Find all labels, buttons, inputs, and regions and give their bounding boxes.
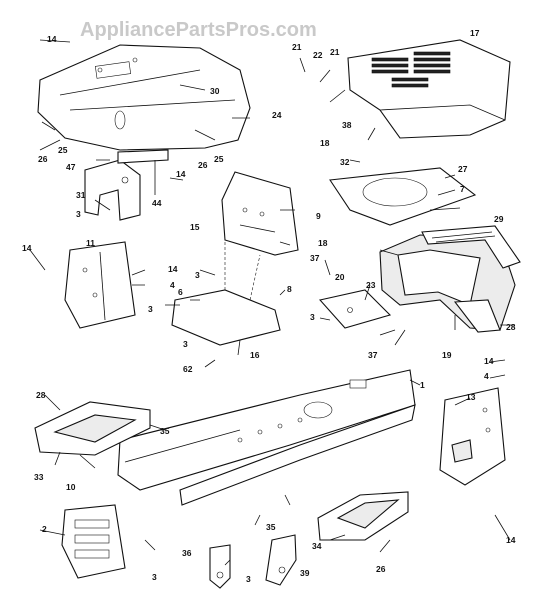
- skid-plate-part[interactable]: [61, 504, 126, 579]
- callout-1: 1: [420, 380, 425, 390]
- callout-3: 3: [183, 339, 188, 349]
- callout-10: 10: [66, 482, 76, 492]
- bracket-36-part[interactable]: [209, 544, 231, 589]
- callout-25: 25: [214, 154, 224, 164]
- callout-4: 4: [170, 280, 175, 290]
- callout-labels: 14 30 25 26 47 31 3 44 14 26 25 24 21 22…: [22, 28, 516, 584]
- callout-15: 15: [190, 222, 200, 232]
- callout-14: 14: [176, 169, 186, 179]
- callout-22: 22: [313, 50, 323, 60]
- hood-bracket-part[interactable]: [84, 159, 141, 221]
- callout-31: 31: [76, 190, 86, 200]
- callout-39: 39: [300, 568, 310, 578]
- console-plate-part[interactable]: [171, 240, 281, 346]
- hood-pan-part[interactable]: [329, 167, 477, 226]
- callout-38: 38: [342, 120, 352, 130]
- callout-14: 14: [47, 34, 57, 44]
- right-side-panel-part[interactable]: [439, 387, 506, 486]
- callout-13: 13: [466, 392, 476, 402]
- callout-2: 2: [42, 524, 47, 534]
- callout-3: 3: [152, 572, 157, 582]
- grille-insert-part[interactable]: [421, 225, 521, 269]
- callout-47: 47: [66, 162, 76, 172]
- callout-24: 24: [272, 110, 282, 120]
- callout-7: 7: [460, 184, 465, 194]
- leader-lines: [29, 39, 515, 566]
- callout-18: 18: [318, 238, 328, 248]
- callout-36: 36: [182, 548, 192, 558]
- callout-8: 8: [287, 284, 292, 294]
- callout-35: 35: [160, 426, 170, 436]
- left-side-panel-part[interactable]: [64, 241, 136, 329]
- dash-panel-part[interactable]: [221, 171, 299, 256]
- right-footrest-part[interactable]: [317, 491, 409, 541]
- callout-14: 14: [168, 264, 178, 274]
- grille-housing-part[interactable]: [347, 39, 511, 139]
- callout-28: 28: [36, 390, 46, 400]
- callout-37: 37: [310, 253, 320, 263]
- callout-9: 9: [316, 211, 321, 221]
- callout-28: 28: [506, 322, 516, 332]
- callout-18: 18: [320, 138, 330, 148]
- bracket-39-part[interactable]: [265, 534, 297, 586]
- callout-23: 23: [366, 280, 376, 290]
- callout-19: 19: [442, 350, 452, 360]
- callout-32: 32: [340, 157, 350, 167]
- callout-3: 3: [195, 270, 200, 280]
- callout-25: 25: [58, 145, 68, 155]
- callout-29: 29: [494, 214, 504, 224]
- callout-3: 3: [310, 312, 315, 322]
- front-bumper-part[interactable]: [379, 234, 516, 333]
- callout-26: 26: [198, 160, 208, 170]
- callout-11: 11: [86, 238, 95, 248]
- callout-35: 35: [266, 522, 276, 532]
- main-frame-part[interactable]: [117, 369, 416, 506]
- callout-6: 6: [178, 287, 183, 297]
- callout-26: 26: [38, 154, 48, 164]
- callout-3: 3: [76, 209, 81, 219]
- callout-14: 14: [506, 535, 516, 545]
- callout-44: 44: [152, 198, 162, 208]
- callout-33: 33: [34, 472, 44, 482]
- callout-62: 62: [183, 364, 193, 374]
- pedal-bracket-part[interactable]: [318, 289, 392, 329]
- callout-3: 3: [246, 574, 251, 584]
- watermark-text: AppliancePartsPros.com: [80, 19, 317, 41]
- callout-3: 3: [148, 304, 153, 314]
- bracket-44-part[interactable]: [117, 149, 169, 195]
- callout-21: 21: [330, 47, 340, 57]
- left-footrest-part[interactable]: [34, 401, 151, 456]
- callout-34: 34: [312, 541, 322, 551]
- callout-30: 30: [210, 86, 220, 96]
- callout-14: 14: [22, 243, 32, 253]
- callout-27: 27: [458, 164, 468, 174]
- callout-4: 4: [484, 371, 489, 381]
- callout-20: 20: [335, 272, 345, 282]
- callout-37: 37: [368, 350, 378, 360]
- callout-21: 21: [292, 42, 302, 52]
- callout-16: 16: [250, 350, 260, 360]
- callout-14: 14: [484, 356, 494, 366]
- callout-26: 26: [376, 564, 386, 574]
- hood-top-part[interactable]: [37, 44, 251, 151]
- callout-17: 17: [470, 28, 480, 38]
